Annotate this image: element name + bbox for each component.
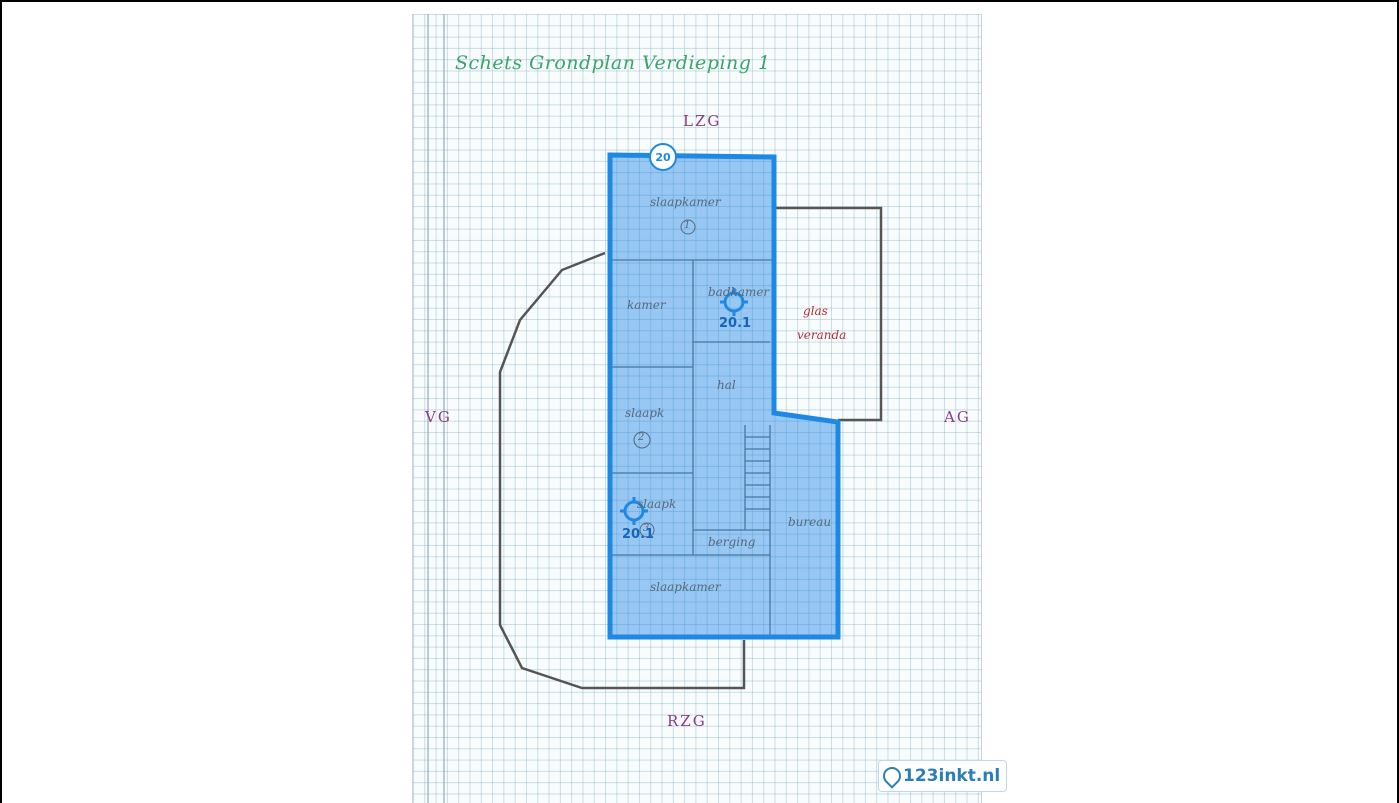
room-label-bureau: bureau — [788, 515, 832, 529]
room-label-berging: berging — [708, 535, 756, 549]
sketch-title: Schets Grondplan Verdieping 1 — [455, 52, 771, 74]
room-label-slaapk-3: slaapk — [637, 497, 677, 511]
pin-label-top[interactable]: 20.1 — [719, 316, 752, 331]
room-label-slaapkamer-1: slaapkamer — [650, 195, 721, 209]
room-label-veranda: veranda — [797, 328, 847, 342]
direction-top: LZG — [683, 112, 722, 130]
room-label-hal: hal — [717, 378, 736, 392]
room-number-1: 1 — [684, 220, 691, 231]
room-label-kamer: kamer — [627, 298, 666, 312]
crosshair-pin-icon[interactable] — [720, 288, 748, 316]
brand-watermark: 123inkt.nl — [878, 760, 1008, 792]
direction-right: AG — [944, 408, 971, 426]
crosshair-pin-icon[interactable] — [620, 497, 648, 525]
area-20-highlight[interactable] — [607, 152, 841, 640]
direction-left: VG — [425, 408, 452, 426]
room-label-glas: glas — [803, 304, 828, 318]
room-label-slaapk-2: slaapk — [625, 406, 665, 420]
room-number-circle — [680, 219, 696, 235]
paper-margin — [427, 14, 445, 803]
room-number-2: 2 — [638, 432, 645, 443]
brand-text: 123inkt.nl — [903, 766, 1001, 786]
droplet-icon — [879, 763, 905, 789]
room-number-circle — [639, 522, 655, 538]
area-number-badge[interactable]: 20 — [649, 143, 677, 171]
pin-label-bottom[interactable]: 20.1 — [622, 527, 655, 542]
veranda-outline — [774, 206, 883, 422]
room-label-slaapkamer-bottom: slaapkamer — [650, 580, 721, 594]
graph-paper — [412, 14, 982, 803]
room-number-circle — [633, 431, 651, 449]
direction-bottom: RZG — [667, 712, 707, 730]
room-number-3: 3 — [643, 523, 650, 534]
building-outline — [498, 251, 746, 690]
room-label-badkamer: badkamer — [708, 285, 770, 299]
